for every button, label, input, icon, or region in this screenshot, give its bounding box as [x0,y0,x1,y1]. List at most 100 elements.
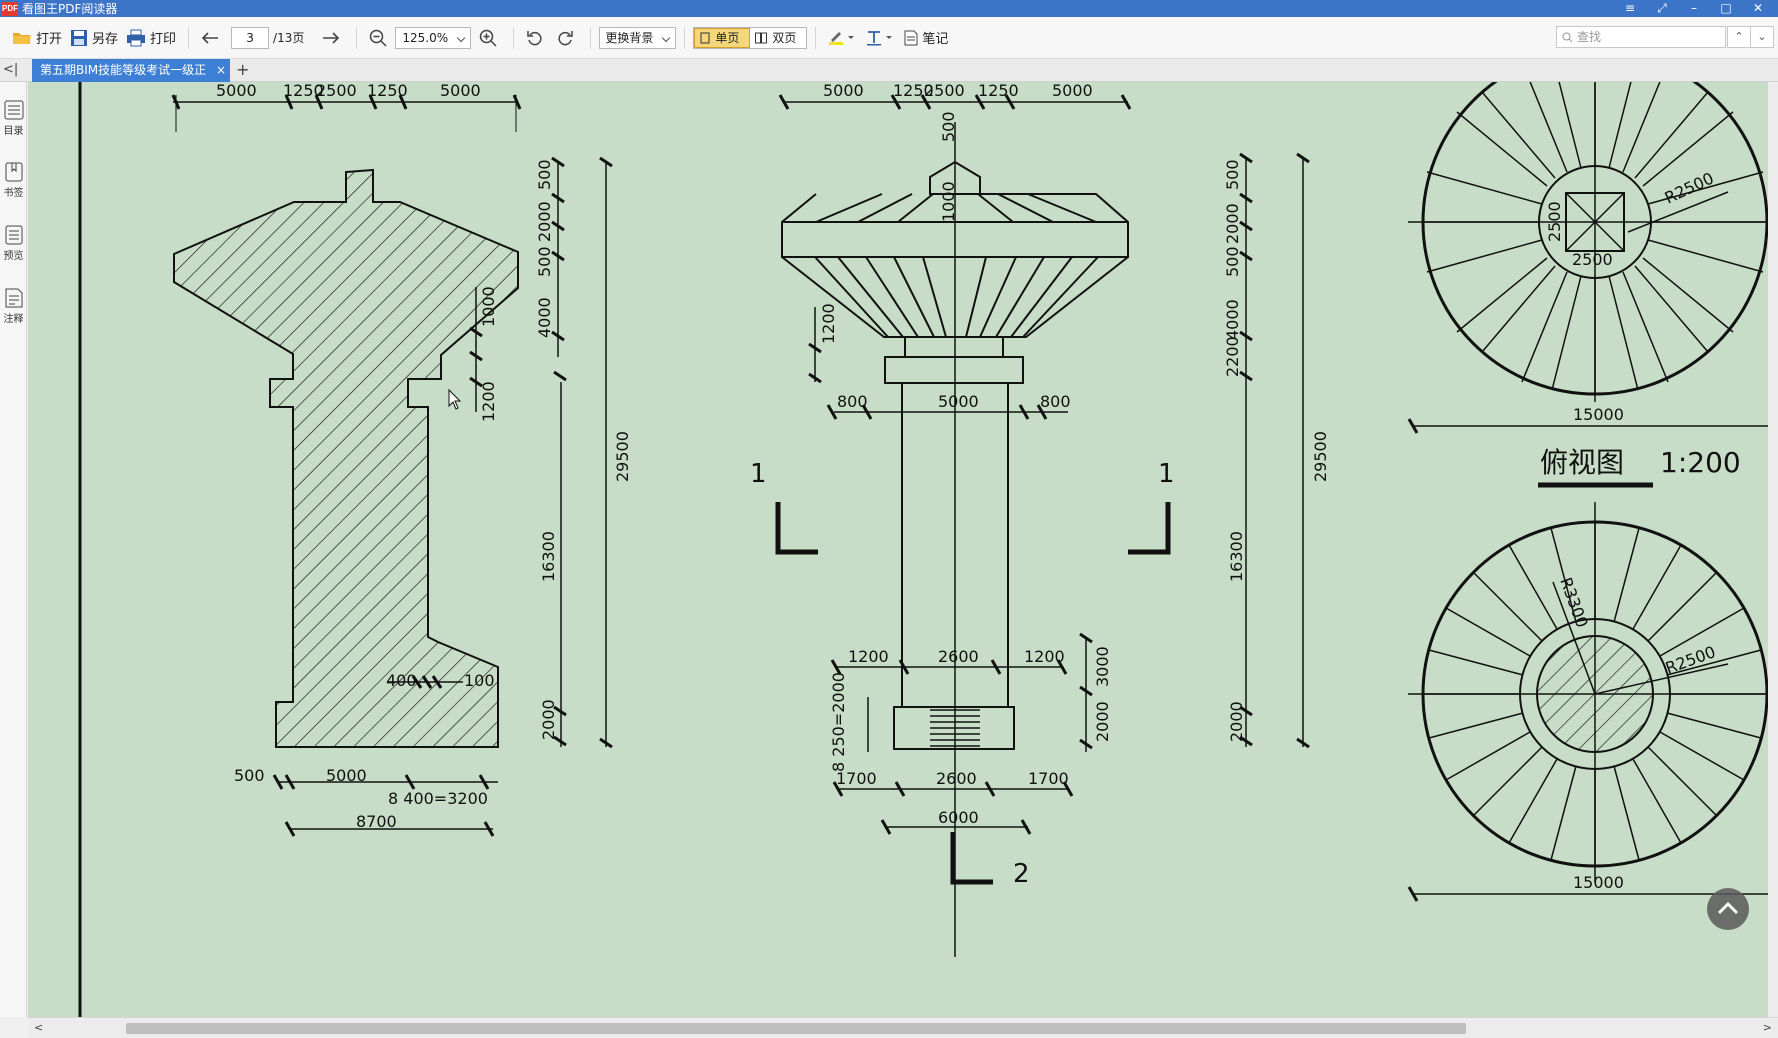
dim-text: 1200 [819,303,838,344]
collapse-sidebar-button[interactable]: <| [3,62,19,77]
single-page-icon [700,32,710,43]
dim-text: 800 [837,392,868,411]
dim-text: 2000 [1227,701,1246,742]
zoom-out-button[interactable] [365,24,395,52]
window-controls: ≡ ⤢ – □ ✕ [1614,0,1774,17]
dim-text: 800 [1040,392,1071,411]
page-number-input[interactable]: 3 [231,26,270,49]
minimize-button[interactable]: – [1691,1,1697,15]
close-tab-button[interactable]: × [215,63,226,77]
dim-text: 8 250=2000 [829,672,848,772]
main-toolbar: 打开 另存 打印 3 /13页 125.0% 更换背景 单页 双页 [0,17,1778,59]
dim-text: 2000 [1223,203,1242,244]
save-as-button[interactable]: 另存 [66,24,122,52]
background-select[interactable]: 更换背景 [599,26,677,49]
arrow-right-icon [323,31,340,44]
fullscreen-button[interactable]: ⤢ [1657,1,1667,15]
open-button[interactable]: 打开 [8,24,66,52]
highlight-button[interactable] [824,24,862,52]
column-labels: 500 2000 500 4000 2200 16300 2000 29500 [1223,159,1330,742]
dim-text: 400 [386,671,417,690]
double-page-button[interactable]: 双页 [750,28,806,48]
double-page-label: 双页 [772,30,797,45]
scroll-right-icon[interactable]: > [1762,1021,1772,1034]
dim-text: 2500 [1545,201,1564,242]
mouse-cursor-icon [448,388,462,410]
app-logo-icon: PDF [2,1,18,16]
menu-button[interactable]: ≡ [1624,1,1636,15]
toolbar-divider [590,26,592,49]
thumbnails-icon [5,225,22,245]
new-tab-button[interactable]: + [236,60,250,79]
note-icon [904,30,918,45]
save-icon [71,29,88,46]
search-nav: ⌃ ⌄ [1727,26,1774,48]
dim-text: 5000 [938,392,979,411]
plan-title: 俯视图 [1540,446,1624,479]
sidebar-item-annotations[interactable]: 注释 [0,288,27,325]
dim-text: 8 400=3200 [388,789,488,808]
maximize-button[interactable]: □ [1720,1,1732,15]
dim-text: 5000 [216,82,257,100]
document-viewport[interactable]: 5000 1250 2500 1250 5000 500 2000 500 40… [28,82,1768,1017]
dim-text: 1000 [939,181,958,222]
print-button[interactable]: 打印 [122,24,180,52]
rotate-ccw-icon [527,30,542,45]
horizontal-scrollbar[interactable]: < > [28,1017,1778,1038]
single-page-button[interactable]: 单页 [694,27,751,48]
dim-text: 6000 [938,808,979,827]
back-to-top-button[interactable] [1707,888,1749,930]
dim-text: 3000 [1093,646,1112,687]
sidebar-item-toc[interactable]: 目录 [0,100,27,137]
section-drawing [171,94,613,837]
plan-scale: 1:200 [1660,446,1741,479]
toolbar-divider [684,26,686,49]
search-input[interactable]: 查找 [1556,26,1726,48]
chevron-up-icon [1717,901,1739,915]
rotate-left-button[interactable] [522,24,552,52]
search-prev-button[interactable]: ⌃ [1727,26,1751,48]
plan-top [1407,82,1768,488]
prev-page-button[interactable] [197,24,227,52]
sidebar-item-preview[interactable]: 预览 [0,225,27,262]
dim-text: 2000 [539,699,558,740]
text-icon [867,30,893,45]
section-mark: 2 [1013,859,1030,889]
dim-text: 2500 [316,82,357,100]
plan-bottom [1407,502,1768,902]
scroll-thumb[interactable] [126,1023,1466,1034]
vertical-scrollbar[interactable] [1768,82,1778,1017]
close-window-button[interactable]: ✕ [1752,1,1764,15]
dim-text: 500 [939,111,958,142]
text-tool-button[interactable] [862,24,900,52]
dim-text: 1700 [836,769,877,788]
section-mark: 1 [1158,459,1175,489]
dim-text: 500 [1223,159,1242,190]
rotate-right-button[interactable] [552,24,582,52]
annotation-icon [5,288,22,308]
total-pages: /13页 [273,31,305,45]
elevation-drawing [775,94,1171,957]
dim-text: 4000 [1223,299,1242,340]
note-label: 笔记 [922,32,949,47]
search-placeholder: 查找 [1577,30,1602,44]
search-next-button[interactable]: ⌄ [1750,26,1774,48]
zoom-in-button[interactable] [475,24,505,52]
dim-text: 500 [1223,246,1242,277]
dimension-column [1239,152,1310,749]
sidebar-item-bookmarks[interactable]: 书签 [0,162,27,199]
double-page-icon [755,32,768,43]
list-icon [4,100,23,120]
document-tab-label: 第五期BIM技能等级考试一级正 [40,63,207,77]
zoom-select[interactable]: 125.0% [395,26,472,49]
dim-text: 2200 [1223,336,1242,377]
sidebar-label-bookmarks: 书签 [3,188,24,199]
dim-text: 5000 [1052,82,1093,100]
scroll-left-icon[interactable]: < [34,1021,44,1034]
next-page-button[interactable] [318,24,348,52]
radius-label: R3300 [1556,575,1592,630]
document-tab[interactable]: 第五期BIM技能等级考试一级正 × [32,59,230,82]
dim-text: 4000 [535,297,554,338]
note-button[interactable]: 笔记 [900,24,952,52]
dim-text: 15000 [1573,405,1624,424]
